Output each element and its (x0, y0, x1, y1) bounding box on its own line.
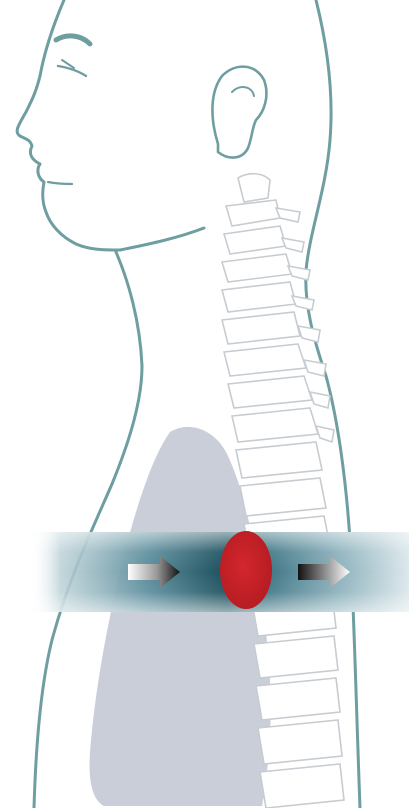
lung-shape (90, 427, 271, 806)
radiation-beam (30, 532, 409, 612)
tumor (220, 531, 272, 609)
